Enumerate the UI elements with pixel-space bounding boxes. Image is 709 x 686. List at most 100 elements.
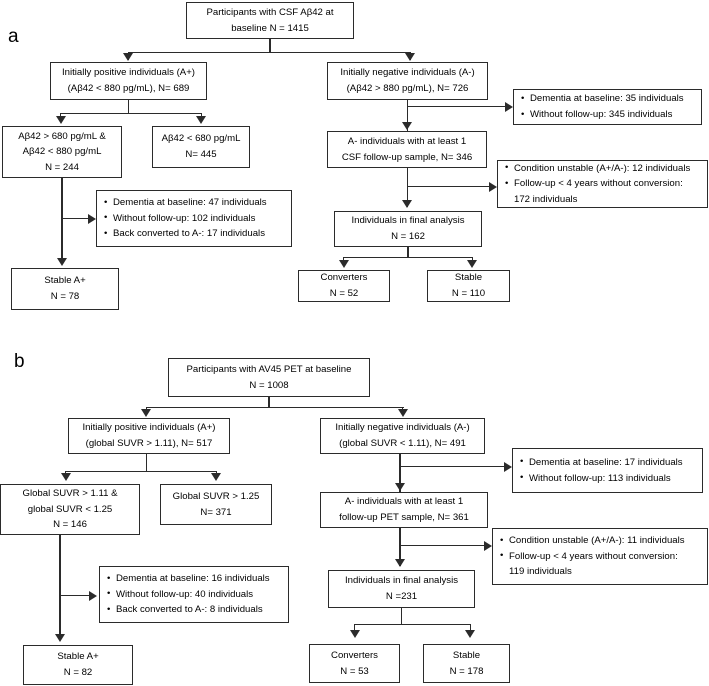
panel-a-excluded-followup-line-3: 172 individuals (514, 193, 578, 205)
panel-a-excluded-positive-line-3: Back converted to A-: 17 individuals (104, 226, 265, 242)
panel-a-connector-negative-to-excluded (406, 106, 509, 108)
panel-a-connector-root-bus (127, 52, 411, 54)
panel-a-connector-final-bus (343, 257, 473, 259)
panel-b-connector-intermediate-to-excluded (59, 595, 93, 597)
panel-b-excluded-followup-line-2: Follow-up < 4 years without conversion: (500, 548, 678, 565)
panel-a-connector-root-stem (269, 39, 271, 53)
panel-a-low-line-2: N= 445 (185, 149, 217, 160)
panel-a-connector-positive-bus (60, 113, 202, 115)
panel-a-root-line-1: Participants with CSF Aβ42 at (206, 6, 334, 18)
panel-a-node-initially-negative: Initially negative individuals (A-) (Aβ4… (327, 62, 488, 100)
panel-a-connector-intermediate-to-excluded (61, 218, 92, 220)
panel-a-converters-line-1: Converters (320, 272, 368, 284)
panel-b-stable-positive-line-1: Stable A+ (57, 651, 99, 663)
panel-a-excluded-followup-line-2: Follow-up < 4 years without conversion: (505, 176, 683, 192)
panel-b-connector-root-bus (145, 407, 404, 409)
panel-b-arrow-to-final (394, 559, 405, 567)
panel-a-converters-line-2: N = 52 (329, 288, 359, 299)
panel-a-arrow-to-followup (402, 122, 413, 130)
panel-b-root-line-1: Participants with AV45 PET at baseline (186, 363, 352, 375)
panel-letter-b: b (14, 351, 25, 372)
panel-a-stable-line-1: Stable (454, 272, 483, 284)
panel-a-connector-negative-stem (406, 100, 409, 131)
panel-a-stable-positive-line-1: Stable A+ (44, 275, 86, 287)
panel-a-node-final-analysis: Individuals in final analysis N = 162 (334, 211, 482, 247)
panel-b-converters-line-2: N = 53 (340, 665, 369, 677)
panel-a-stable-positive-line-2: N = 78 (50, 291, 80, 302)
panel-a-arrow-to-negative (405, 53, 415, 61)
panel-b-arrow-to-negative (397, 409, 408, 417)
panel-b-positive-line-1: Initially positive individuals (A+) (82, 422, 216, 434)
panel-a-intermediate-line-3: N = 244 (45, 161, 79, 173)
panel-b-excluded-negative-line-2: Without follow-up: 113 individuals (520, 470, 671, 487)
panel-a-excluded-negative-line-2: Without follow-up: 345 individuals (521, 107, 672, 123)
panel-a-connector-intermediate-stem (61, 178, 63, 264)
panel-a-connector-final-stem (407, 247, 409, 258)
panel-a-root-line-2: baseline N = 1415 (231, 22, 309, 34)
panel-b-arrow-to-low (211, 473, 221, 481)
panel-a-node-excluded-negative: Dementia at baseline: 35 individuals Wit… (513, 89, 702, 125)
panel-b-excluded-followup-line-1: Condition unstable (A+/A-): 11 individua… (500, 533, 685, 549)
panel-a-node-initially-positive: Initially positive individuals (A+) (Aβ4… (50, 62, 207, 100)
panel-b-final-line-1: Individuals in final analysis (344, 575, 459, 587)
panel-b-negative-line-1: Initially negative individuals (A-) (335, 422, 470, 434)
panel-a-positive-line-2: (Aβ42 < 880 pg/mL), N= 689 (67, 83, 190, 94)
panel-b-arrow-to-stable-positive (55, 634, 65, 642)
panel-a-arrow-to-excluded-negative (505, 101, 513, 112)
panel-a-connector-followup-stem (406, 168, 409, 207)
panel-b-connector-positive-bus (65, 471, 217, 473)
panel-a-arrow-to-stable (467, 260, 478, 268)
panel-b-node-low: Global SUVR > 1.25 N= 371 (160, 484, 272, 525)
panel-b-negative-line-2: (global SUVR < 1.11), N= 491 (339, 438, 466, 449)
panel-b-intermediate-line-2: global SUVR < 1.25 (27, 503, 113, 515)
panel-b-node-intermediate: Global SUVR > 1.11 & global SUVR < 1.25 … (0, 484, 140, 535)
panel-b-stable-positive-line-2: N = 82 (63, 667, 93, 678)
panel-b-node-excluded-negative: Dementia at baseline: 17 individuals Wit… (512, 448, 703, 493)
panel-b-arrow-to-excluded-followup (484, 540, 492, 551)
panel-b-node-root: Participants with AV45 PET at baseline N… (168, 358, 370, 397)
panel-a-arrow-to-excluded-positive (88, 213, 96, 224)
panel-b-node-followup: A- individuals with at least 1 follow-up… (320, 492, 488, 528)
panel-b-stable-line-2: N = 178 (449, 665, 484, 677)
panel-b-connector-positive-stem (145, 454, 147, 472)
panel-b-arrow-to-intermediate (60, 473, 71, 481)
panel-b-node-excluded-followup: Condition unstable (A+/A-): 11 individua… (492, 528, 708, 585)
panel-a-excluded-positive-line-1: Dementia at baseline: 47 individuals (104, 195, 267, 211)
panel-b-intermediate-line-3: N = 146 (53, 519, 87, 531)
panel-a-arrow-to-intermediate (55, 116, 66, 124)
panel-a-node-excluded-followup: Condition unstable (A+/A-): 12 individua… (497, 160, 708, 208)
panel-b-arrow-to-excluded-positive (89, 590, 97, 601)
panel-a-arrow-to-low (196, 116, 206, 124)
panel-a-negative-line-2: (Aβ42 > 880 pg/mL), N= 726 (346, 83, 469, 94)
panel-a-excluded-negative-line-1: Dementia at baseline: 35 individuals (521, 91, 684, 107)
panel-b-node-initially-negative: Initially negative individuals (A-) (glo… (320, 418, 485, 454)
panel-a-final-line-1: Individuals in final analysis (351, 215, 465, 227)
panel-b-excluded-positive-line-2: Without follow-up: 40 individuals (107, 586, 253, 603)
panel-b-node-final-analysis: Individuals in final analysis N =231 (328, 570, 475, 608)
panel-b-connector-followup-to-excluded (399, 545, 488, 547)
panel-letter-a: a (8, 26, 19, 47)
panel-b-connector-followup-stem (399, 528, 401, 566)
panel-b-connector-negative-stem (399, 454, 401, 492)
panel-b-connector-final-right-drop (469, 624, 471, 631)
panel-a-excluded-positive-line-2: Without follow-up: 102 individuals (104, 210, 255, 227)
panel-a-node-intermediate: Aβ42 > 680 pg/mL & Aβ42 < 880 pg/mL N = … (2, 126, 122, 178)
panel-b-connector-root-stem (268, 397, 270, 408)
panel-b-node-stable-positive: Stable A+ N = 82 (23, 645, 133, 685)
panel-b-arrow-to-stable (465, 630, 475, 638)
panel-b-excluded-positive-line-3: Back converted to A-: 8 individuals (107, 602, 263, 618)
panel-b-node-stable: Stable N = 178 (423, 644, 510, 683)
panel-a-connector-followup-to-excluded (406, 186, 493, 188)
panel-a-arrow-to-positive (123, 53, 133, 61)
panel-a-positive-line-1: Initially positive individuals (A+) (61, 67, 196, 79)
panel-a-connector-positive-stem (127, 100, 129, 114)
panel-a-negative-line-1: Initially negative individuals (A-) (340, 67, 475, 79)
panel-a-intermediate-line-2: Aβ42 < 880 pg/mL (22, 146, 102, 158)
panel-b-followup-line-2: follow-up PET sample, N= 361 (339, 512, 469, 523)
panel-b-arrow-to-excluded-negative (504, 461, 512, 472)
panel-a-node-stable-positive: Stable A+ N = 78 (11, 268, 119, 310)
panel-a-arrow-to-stable-positive (57, 258, 67, 266)
panel-b-converters-line-1: Converters (331, 649, 378, 661)
panel-a-node-root: Participants with CSF Aβ42 at baseline N… (186, 2, 354, 39)
